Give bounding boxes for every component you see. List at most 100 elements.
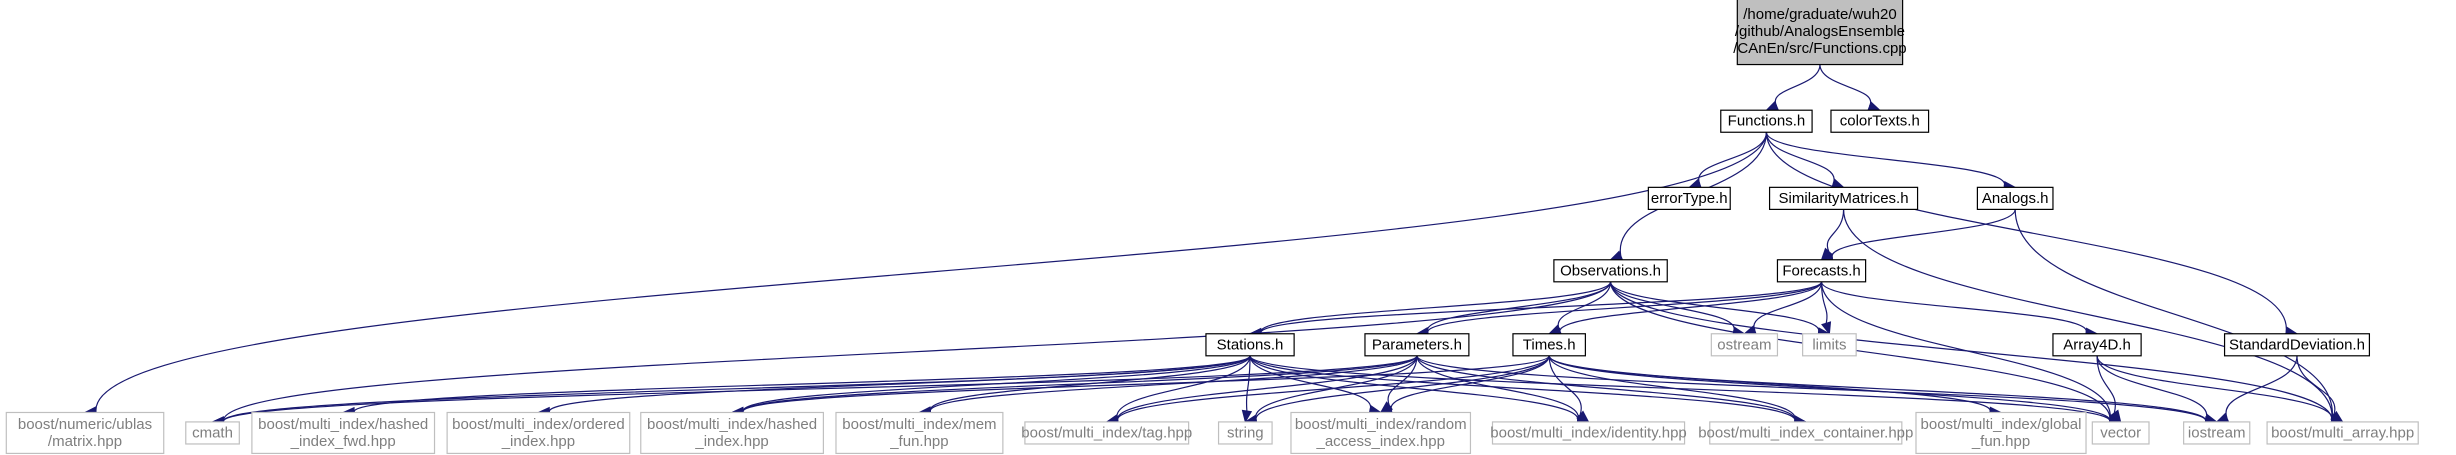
node-analogs-h[interactable]: Analogs.h (1976, 186, 2054, 210)
node-container-hpp: boost/multi_index_container.hpp (1698, 421, 1913, 445)
edge-line (1765, 132, 2005, 187)
node-identity-hpp: boost/multi_index/identity.hpp (1490, 421, 1687, 445)
node-random-access: boost/multi_index/random_access_index.hp… (1290, 411, 1472, 455)
edge-times_h-to-identity_hpp (1548, 355, 1590, 423)
node-label: /matrix.hpp (48, 433, 122, 450)
edge-line (1249, 355, 1371, 411)
node-label: iostream (2188, 424, 2246, 441)
edge-line (1548, 355, 1582, 416)
node-box (1290, 411, 1472, 455)
node-box (5, 411, 165, 455)
node-times-h[interactable]: Times.h (1512, 333, 1586, 357)
node-label: Observations.h (1560, 262, 1661, 279)
node-tag-hpp: boost/multi_index/tag.hpp (1021, 421, 1192, 445)
node-limits: limits (1802, 333, 1857, 357)
node-box (1553, 259, 1668, 283)
node-similaritymatrices-h[interactable]: SimilarityMatrices.h (1768, 186, 1919, 210)
node-label: boost/multi_index_container.hpp (1698, 424, 1913, 441)
node-array4d-h[interactable]: Array4D.h (2052, 333, 2142, 357)
edge-line (1609, 281, 2111, 421)
edge-line (1390, 355, 1550, 411)
node-ostream: ostream (1710, 333, 1779, 357)
edge-stations_h-to-string (1241, 355, 1253, 424)
node-label: boost/multi_array.hpp (2271, 424, 2414, 441)
node-box (1736, 0, 1904, 66)
node-label: boost/multi_index/hashed (258, 416, 428, 433)
node-label: _index.hpp (694, 433, 768, 450)
node-label: cmath (192, 424, 233, 441)
edge-line (1765, 132, 2287, 332)
edge-line (1698, 132, 1768, 184)
node-label: SimilarityMatrices.h (1779, 190, 1909, 207)
node-label: vector (2100, 424, 2141, 441)
edge-array4d_h-to-vector (2096, 355, 2122, 424)
node-global-fun: boost/multi_index/global_fun.hpp (1915, 411, 2087, 455)
node-label: string (1227, 424, 1264, 441)
node-label: Times.h (1523, 336, 1576, 353)
node-box (1915, 411, 2087, 455)
arrow-head-icon (1576, 410, 1590, 423)
edge-line (1765, 132, 1835, 184)
edge-line (1116, 355, 1251, 420)
node-label: colorTexts.h (1840, 113, 1920, 130)
node-box (1776, 259, 1867, 283)
edge-line (2296, 355, 2336, 416)
node-label: boost/multi_index/hashed (647, 416, 817, 433)
node-label: boost/multi_index/tag.hpp (1021, 424, 1192, 441)
node-stations-h[interactable]: Stations.h (1205, 333, 1295, 357)
node-label: Forecasts.h (1782, 262, 1860, 279)
node-label: limits (1812, 336, 1846, 353)
edge-line (1255, 355, 1550, 421)
edge-line (1416, 355, 1579, 421)
node-box (185, 421, 240, 445)
node-box (251, 411, 436, 455)
edge-line (1609, 281, 1820, 333)
edge-line (1548, 355, 1796, 421)
edge-line (222, 355, 1418, 423)
node-label: boost/multi_index/identity.hpp (1490, 424, 1687, 441)
edge-line (1416, 355, 2207, 422)
arrow-head-icon (1821, 321, 1832, 336)
node-box (640, 411, 824, 455)
edge-line (222, 281, 1612, 422)
node-box (1976, 186, 2054, 210)
edge-line (1559, 281, 1823, 333)
node-label: /github/AnalogsEnsemble (1735, 23, 1905, 40)
node-functions-h[interactable]: Functions.h (1720, 109, 1813, 133)
node-label: ostream (1717, 336, 1771, 353)
node-label: Functions.h (1728, 113, 1806, 130)
node-mem-fun: boost/multi_index/mem_fun.hpp (835, 411, 1004, 455)
node-label: Parameters.h (1372, 336, 1462, 353)
edge-line (1842, 209, 2333, 420)
node-standarddeviation-h[interactable]: StandardDeviation.h (2223, 333, 2371, 357)
node-label: /CAnEn/src/Functions.cpp (1733, 40, 1906, 57)
node-label: Array4D.h (2063, 336, 2131, 353)
node-functions-cpp[interactable]: /home/graduate/wuh20/github/AnalogsEnsem… (1733, 0, 1907, 66)
edge-line (2096, 355, 2116, 414)
edge-line (742, 355, 1550, 413)
edge-line (1774, 64, 1821, 107)
edge-line (1117, 355, 1418, 421)
node-parameters-h[interactable]: Parameters.h (1364, 333, 1470, 357)
edge-line (1557, 281, 1612, 330)
node-vector: vector (2091, 421, 2150, 445)
node-box (1205, 333, 1295, 357)
edge-line (1609, 281, 2333, 421)
node-layer: /home/graduate/wuh20/github/AnalogsEnsem… (5, 0, 2419, 455)
node-box (1491, 421, 1686, 445)
node-label: Analogs.h (1982, 190, 2049, 207)
node-colortexts-h[interactable]: colorTexts.h (1830, 109, 1930, 133)
edge-line (1249, 355, 1796, 422)
node-box (1710, 333, 1779, 357)
edge-line (1820, 281, 2087, 333)
node-box (1709, 421, 1903, 445)
node-observations-h[interactable]: Observations.h (1553, 259, 1668, 283)
node-forecasts-h[interactable]: Forecasts.h (1776, 259, 1867, 283)
edge-line (1260, 281, 1823, 334)
edge-line (353, 355, 1251, 413)
edge-line (2225, 355, 2298, 418)
node-errortype-h[interactable]: errorType.h (1647, 186, 1731, 210)
node-box (1830, 109, 1930, 133)
